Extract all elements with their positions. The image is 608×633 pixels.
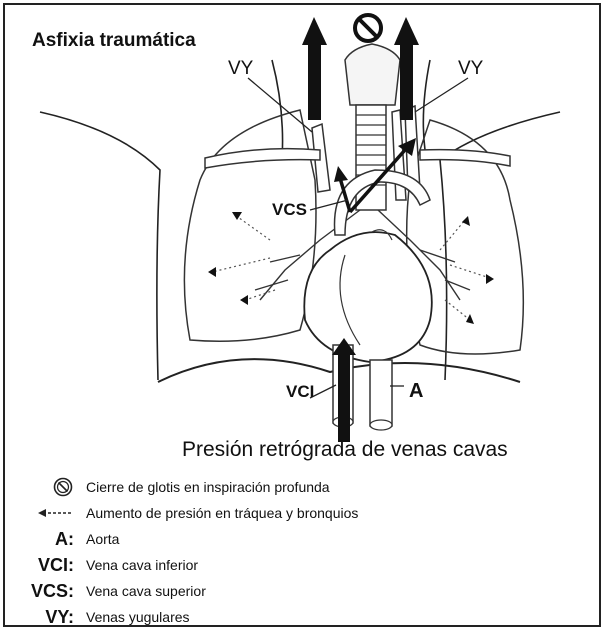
label-vcs: VCS bbox=[272, 200, 307, 220]
body-outline bbox=[40, 60, 560, 380]
legend-text: Cierre de glotis en inspiración profunda bbox=[86, 479, 330, 495]
legend-text: Aorta bbox=[86, 531, 119, 547]
diagram-caption: Presión retrógrada de venas cavas bbox=[182, 438, 508, 462]
label-vy-left: VY bbox=[228, 58, 253, 80]
figure-title: Asfixia traumática bbox=[32, 30, 196, 52]
legend-row: Cierre de glotis en inspiración profunda bbox=[14, 474, 534, 500]
label-vy-right: VY bbox=[458, 58, 483, 80]
legend-row: VCI: Vena cava inferior bbox=[14, 552, 534, 578]
legend-text: Vena cava inferior bbox=[86, 557, 198, 573]
aorta bbox=[370, 360, 392, 426]
heart bbox=[304, 230, 432, 362]
legend-row: Aumento de presión en tráquea y bronquio… bbox=[14, 500, 534, 526]
glottis-closure-icon bbox=[355, 15, 381, 41]
legend-key: A: bbox=[14, 529, 86, 550]
legend-text: Vena cava superior bbox=[86, 583, 206, 599]
legend-row: VY: Venas yugulares bbox=[14, 604, 534, 630]
label-vci: VCI bbox=[286, 382, 314, 402]
legend-text: Venas yugulares bbox=[86, 609, 190, 625]
prohibited-circle-icon bbox=[14, 476, 86, 498]
dashed-arrow-icon bbox=[14, 507, 86, 519]
legend-row: A: Aorta bbox=[14, 526, 534, 552]
legend-text: Aumento de presión en tráquea y bronquio… bbox=[86, 505, 358, 521]
legend-key: VCS: bbox=[14, 581, 86, 602]
legend-key: VY: bbox=[14, 607, 86, 628]
legend: Cierre de glotis en inspiración profunda… bbox=[14, 474, 534, 630]
legend-key: VCI: bbox=[14, 555, 86, 576]
label-aorta: A bbox=[409, 380, 423, 403]
legend-row: VCS: Vena cava superior bbox=[14, 578, 534, 604]
